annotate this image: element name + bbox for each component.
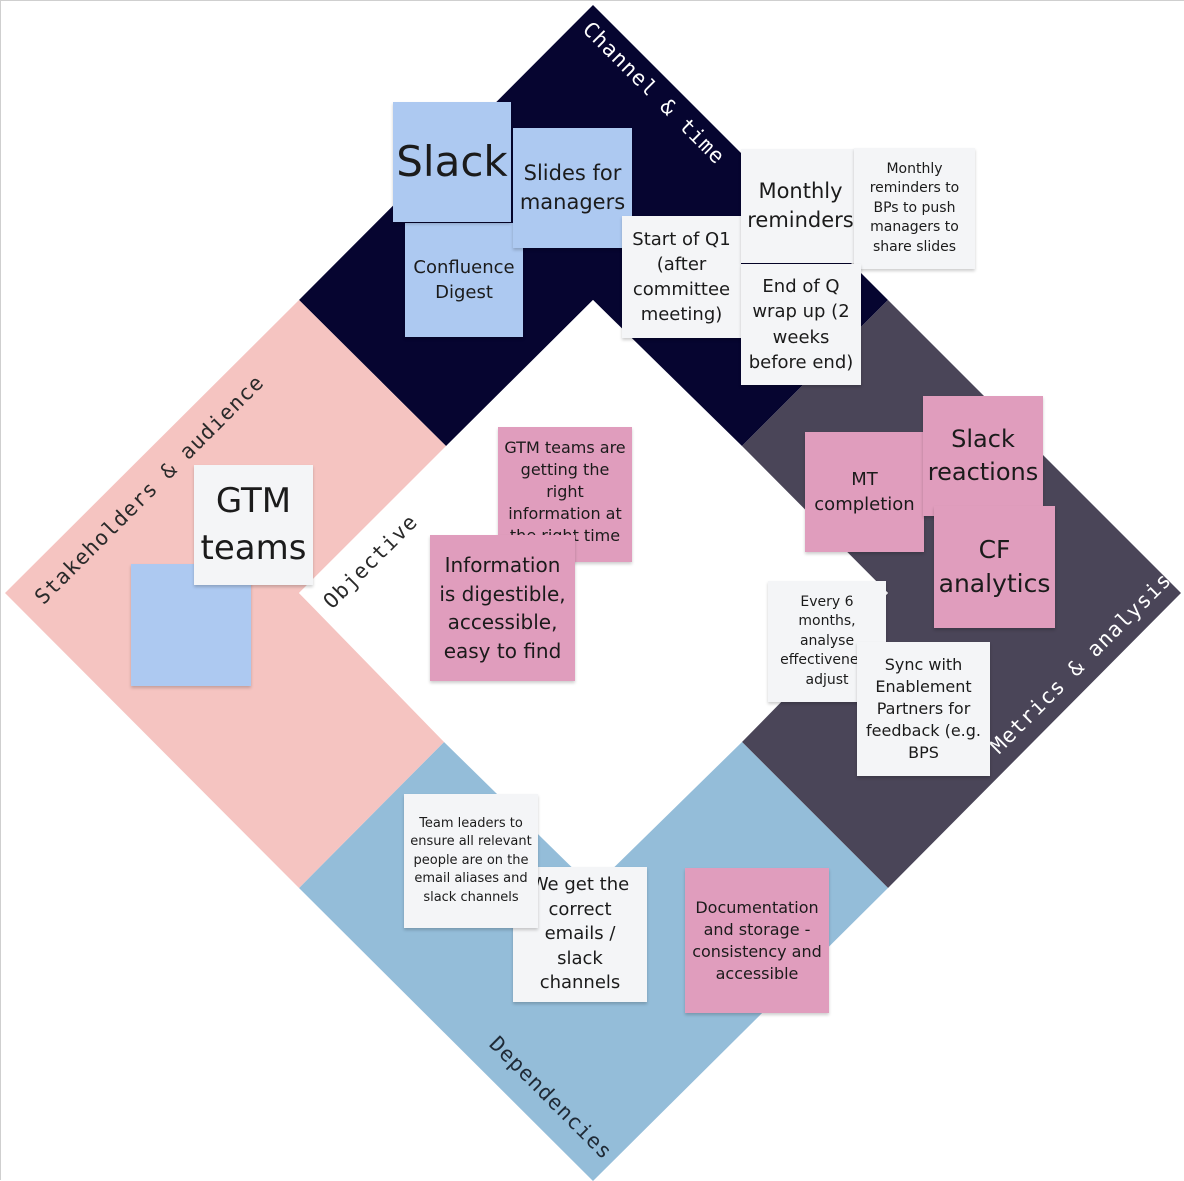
sticky-note-text: Monthly reminders to BPs to push manager…	[869, 160, 960, 255]
sticky-note-text: Slides for managers	[519, 161, 626, 214]
sticky-note-mt-completion[interactable]: MT completion	[805, 432, 924, 552]
sticky-note-gtm-information[interactable]: GTM teams are getting the right informat…	[498, 427, 632, 562]
sticky-note-text: End of Q wrap up (2 weeks before end)	[748, 275, 854, 374]
sticky-note-sync-enablement[interactable]: Sync with Enablement Partners for feedba…	[857, 642, 990, 776]
sticky-note-text: Slack	[396, 137, 508, 186]
sticky-note-slack-reactions[interactable]: Slack reactions	[923, 396, 1043, 516]
sticky-note-information-digestible[interactable]: Information is digestible, accessible, e…	[430, 535, 575, 681]
sticky-note-documentation[interactable]: Documentation and storage - consistency …	[685, 868, 829, 1013]
sticky-note-monthly-reminders-bps[interactable]: Monthly reminders to BPs to push manager…	[854, 148, 975, 269]
sticky-note-slides-for-managers[interactable]: Slides for managers	[513, 128, 632, 248]
sticky-note-confluence-digest[interactable]: Confluence Digest	[405, 223, 523, 337]
sticky-note-text: Start of Q1 (after committee meeting)	[632, 229, 731, 325]
sticky-note-slack[interactable]: Slack	[393, 102, 511, 222]
sticky-note-text: Every 6 months, analyse effectivene & ad…	[780, 593, 874, 688]
sticky-note-text: Confluence Digest	[413, 257, 515, 303]
sticky-note-text: MT completion	[814, 469, 915, 515]
sticky-note-text: Sync with Enablement Partners for feedba…	[866, 655, 981, 762]
sticky-note-every-6-months[interactable]: Every 6 months, analyse effectivene & ad…	[768, 581, 886, 702]
sticky-note-end-of-q[interactable]: End of Q wrap up (2 weeks before end)	[741, 264, 861, 385]
sticky-note-text: Slack reactions	[927, 425, 1039, 486]
sticky-note-team-leaders[interactable]: Team leaders to ensure all relevant peop…	[404, 794, 538, 928]
zone-objective	[299, 300, 888, 888]
sticky-note-monthly-reminders[interactable]: Monthly reminders	[741, 149, 860, 263]
sticky-note-text: We get the correct emails / slack channe…	[530, 874, 630, 994]
sticky-note-text: Information is digestible, accessible, e…	[439, 553, 566, 663]
sticky-note-text: GTM teams	[200, 481, 307, 568]
sticky-note-gtm-teams[interactable]: GTM teams	[194, 465, 313, 585]
sticky-note-start-of-q1[interactable]: Start of Q1 (after committee meeting)	[622, 216, 741, 338]
sticky-note-text: Team leaders to ensure all relevant peop…	[410, 815, 532, 905]
sticky-note-text: Documentation and storage - consistency …	[692, 897, 822, 983]
sticky-note-text: CF analytics	[938, 535, 1051, 598]
sticky-note-text: Monthly reminders	[747, 179, 854, 232]
sticky-note-cf-analytics[interactable]: CF analytics	[934, 506, 1055, 628]
sticky-note-text: GTM teams are getting the right informat…	[504, 438, 626, 545]
